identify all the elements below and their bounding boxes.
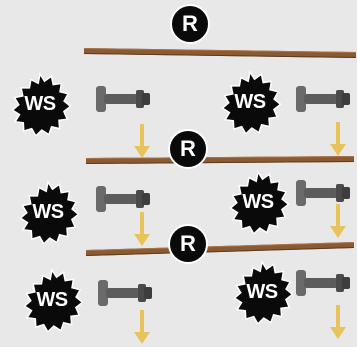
starburst-shape bbox=[23, 268, 84, 332]
shelf-badge: R bbox=[168, 129, 208, 169]
bracket-badge-label: WS bbox=[24, 92, 56, 115]
pipe-bracket bbox=[92, 84, 154, 114]
bracket-badge: WS bbox=[8, 72, 72, 136]
starburst-shape bbox=[221, 70, 282, 134]
pipe-bracket bbox=[292, 268, 354, 298]
bracket-badge: WS bbox=[20, 268, 84, 332]
shelf-badge-label: R bbox=[180, 231, 196, 256]
down-arrow-icon bbox=[133, 212, 151, 248]
shelf-badge: R bbox=[168, 224, 208, 264]
shelf-badge-label: R bbox=[180, 136, 196, 161]
starburst-shape bbox=[11, 72, 72, 136]
down-arrow-icon bbox=[329, 305, 347, 341]
bracket-badge-label: WS bbox=[234, 90, 266, 113]
pipe-bracket bbox=[92, 184, 154, 214]
bracket-badge-label: WS bbox=[246, 280, 278, 303]
bracket-badge: WS bbox=[226, 170, 290, 234]
starburst-shape bbox=[19, 180, 80, 244]
bracket-badge: WS bbox=[16, 180, 80, 244]
starburst-shape bbox=[233, 260, 294, 324]
shelf-board bbox=[86, 156, 354, 164]
starburst-shape bbox=[229, 170, 290, 234]
shelf-badge-label: R bbox=[182, 11, 198, 36]
down-arrow-icon bbox=[329, 122, 347, 158]
bracket-badge: WS bbox=[218, 70, 282, 134]
down-arrow-icon bbox=[329, 204, 347, 240]
shelf-badge: R bbox=[170, 4, 210, 44]
shelf-board bbox=[84, 48, 356, 58]
down-arrow-icon bbox=[133, 124, 151, 160]
pipe-bracket bbox=[94, 278, 156, 308]
pipe-bracket bbox=[292, 84, 354, 114]
bracket-badge: WS bbox=[230, 260, 294, 324]
down-arrow-icon bbox=[133, 310, 151, 346]
bracket-badge-label: WS bbox=[242, 190, 274, 213]
shelf-board bbox=[86, 242, 354, 256]
bracket-badge-label: WS bbox=[36, 288, 68, 311]
bracket-badge-label: WS bbox=[32, 200, 64, 223]
pipe-bracket bbox=[292, 178, 354, 208]
